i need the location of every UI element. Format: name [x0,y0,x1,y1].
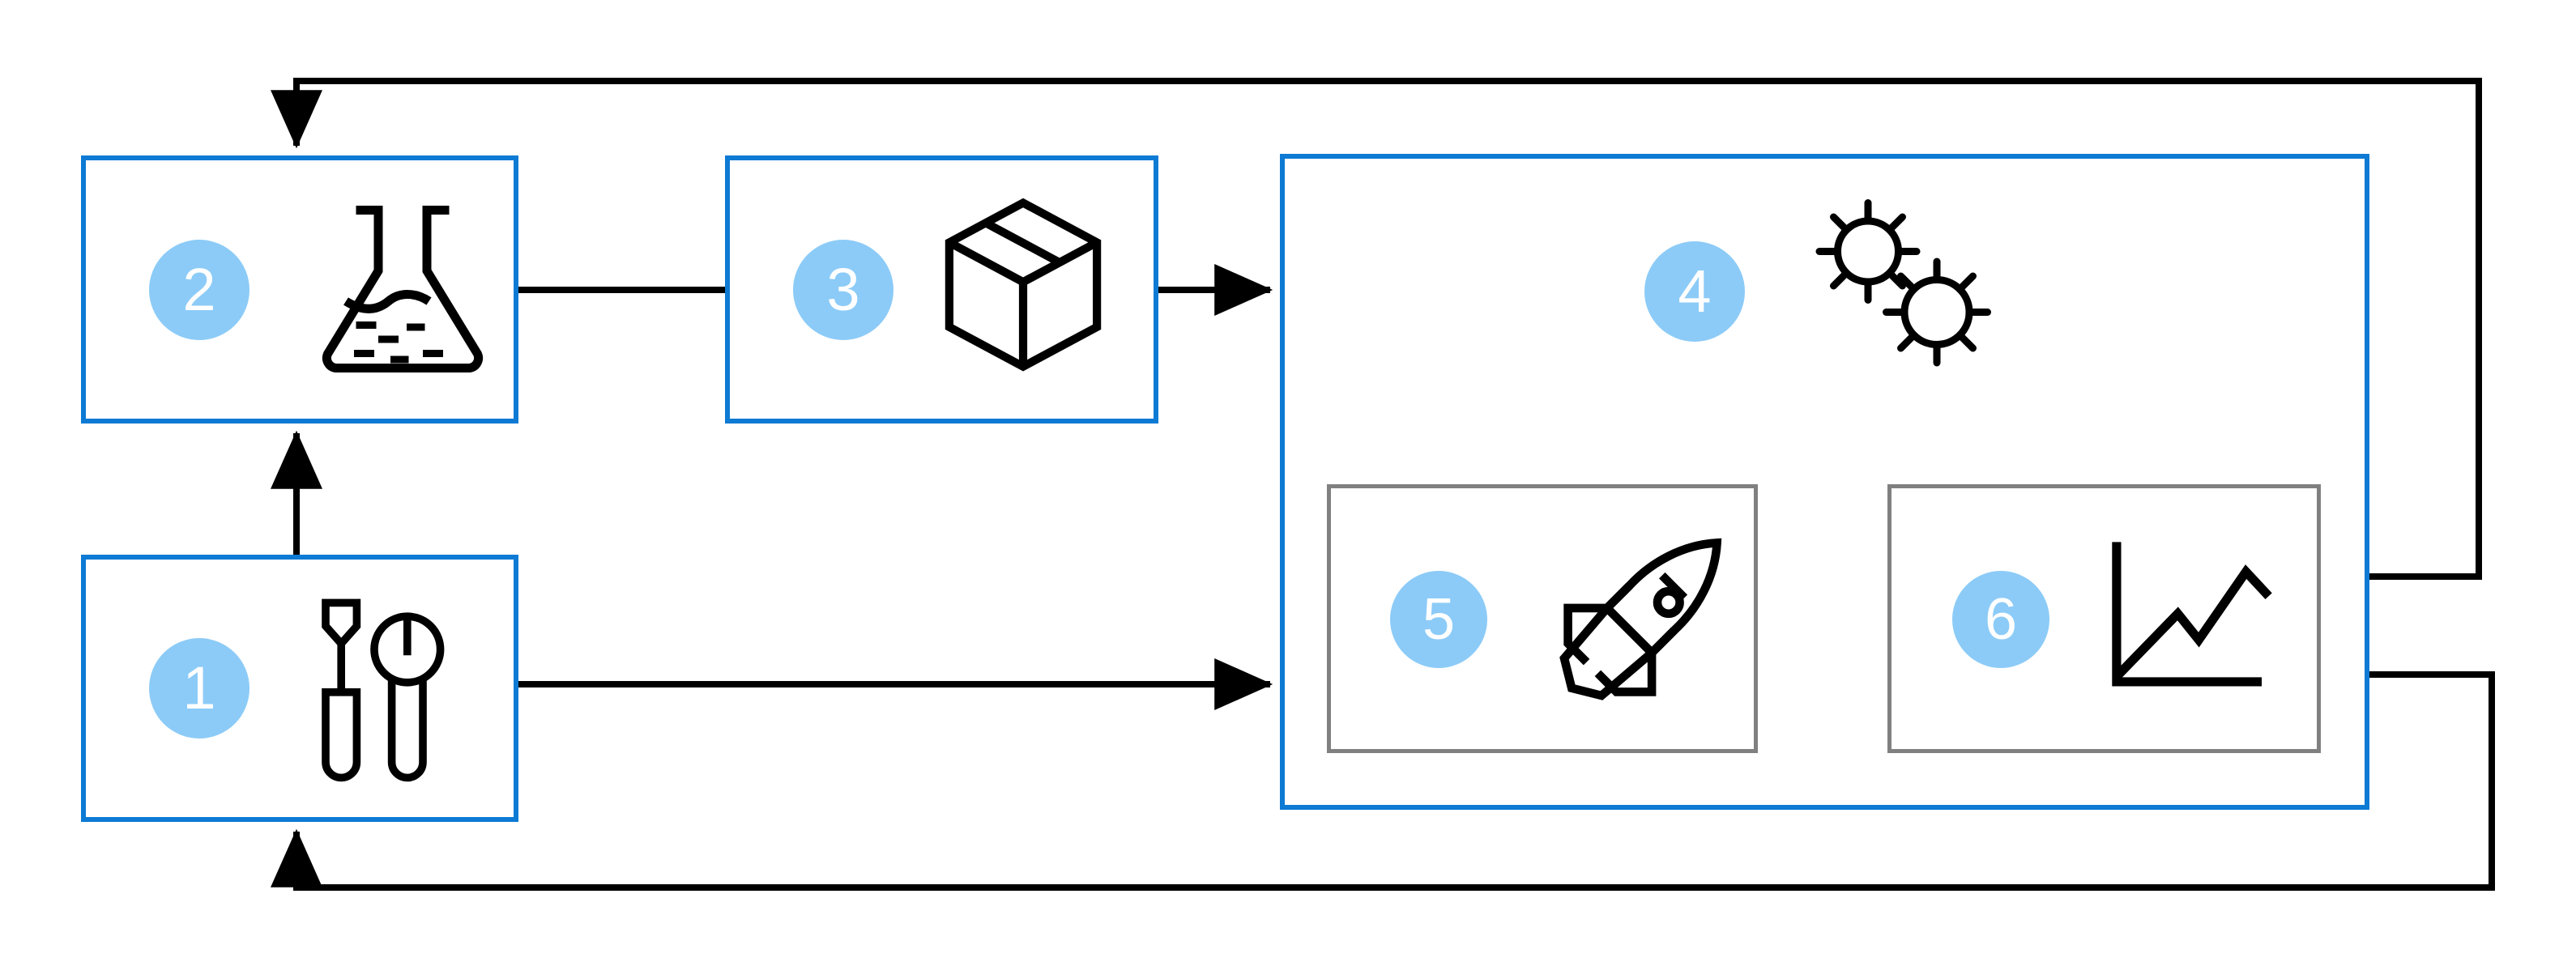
germs-virus-icon [1803,185,2006,387]
tools-screwdriver-wrench-icon [306,591,452,785]
rocket-icon [1546,528,1732,714]
connector-node6-to-node2-feedback [271,78,2482,580]
erlenmeyer-flask-icon [301,172,504,374]
node-2-container[interactable] [81,155,518,424]
node-3-badge: 3 [793,240,893,340]
package-box-icon [942,193,1104,375]
node-1-badge: 1 [149,638,249,739]
node-6-badge: 6 [1952,571,2049,668]
line-chart-icon [2106,538,2284,704]
node-5-badge: 5 [1390,571,1487,668]
connector-node6-to-node1-feedback [271,671,2495,891]
node-1-container[interactable] [81,555,518,822]
node-2-badge: 2 [149,240,249,340]
node-4-badge: 4 [1644,241,1745,342]
